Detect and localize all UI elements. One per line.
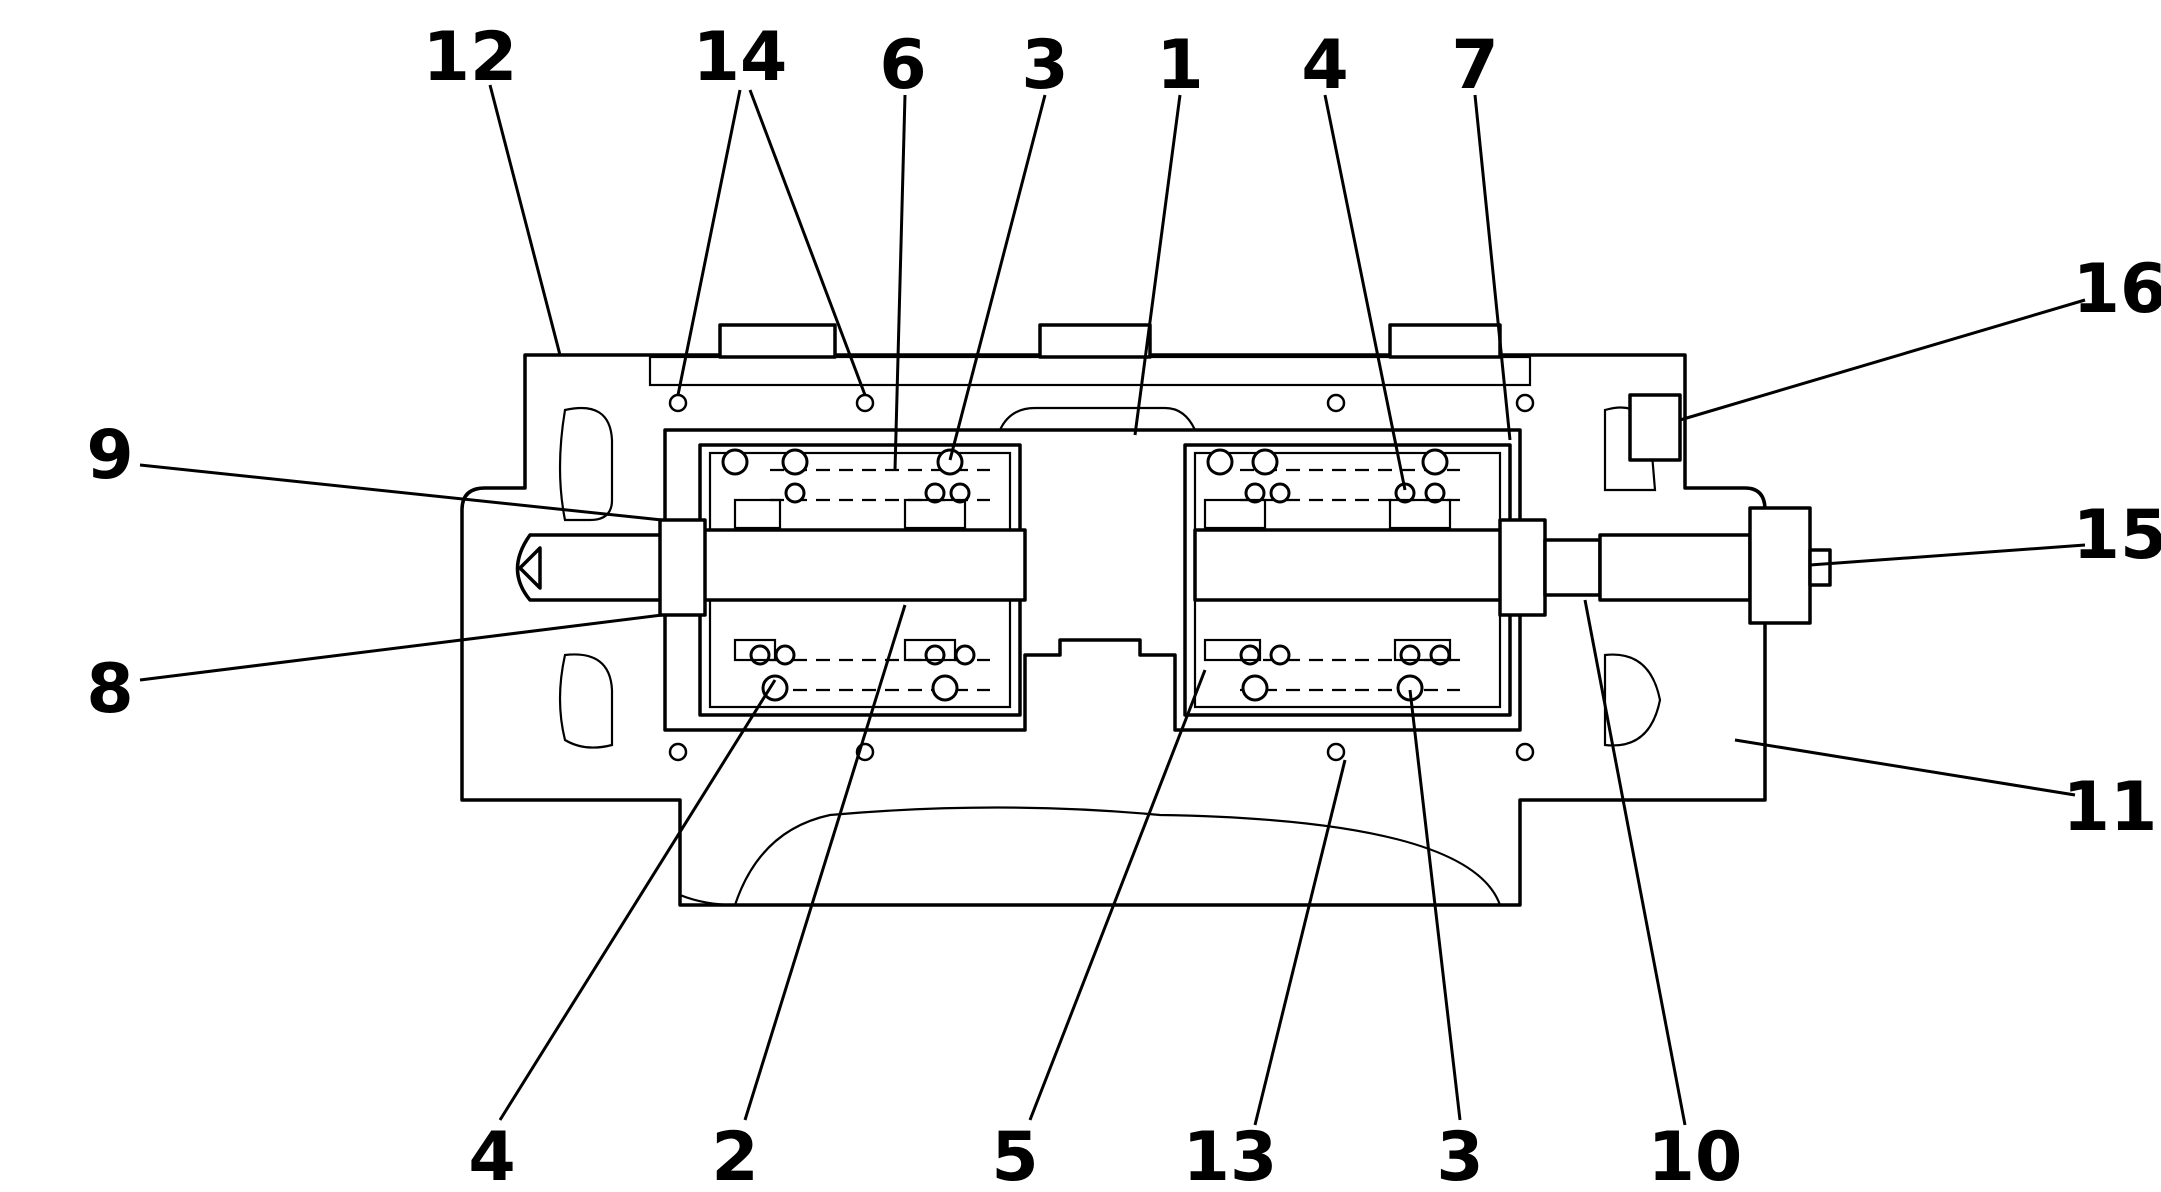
leader-lines	[139, 84, 2086, 1126]
label-13: 13	[1183, 1118, 1278, 1192]
spool-shaft	[515, 506, 1832, 625]
label-10: 10	[1648, 1118, 1743, 1192]
label-5: 5	[991, 1118, 1038, 1192]
label-9: 9	[86, 416, 133, 495]
part-labels: 12 14 6 3 1 4 7 16 15 11 9 8 4 2 5 13 3 …	[86, 18, 2161, 1192]
label-7: 7	[1451, 26, 1498, 105]
label-6: 6	[879, 26, 926, 105]
label-14: 14	[693, 18, 788, 97]
label-4-bottom: 4	[468, 1118, 515, 1192]
label-4-top: 4	[1301, 26, 1348, 105]
label-11: 11	[2063, 768, 2158, 847]
o-rings	[668, 393, 1535, 762]
top-plug	[1628, 393, 1682, 462]
label-3-top: 3	[1021, 26, 1068, 105]
label-2: 2	[711, 1118, 758, 1192]
label-8: 8	[86, 650, 133, 729]
label-1: 1	[1156, 26, 1203, 105]
label-16: 16	[2073, 250, 2161, 329]
label-3-bottom: 3	[1436, 1118, 1483, 1192]
label-12: 12	[423, 18, 518, 97]
label-15: 15	[2073, 496, 2161, 575]
